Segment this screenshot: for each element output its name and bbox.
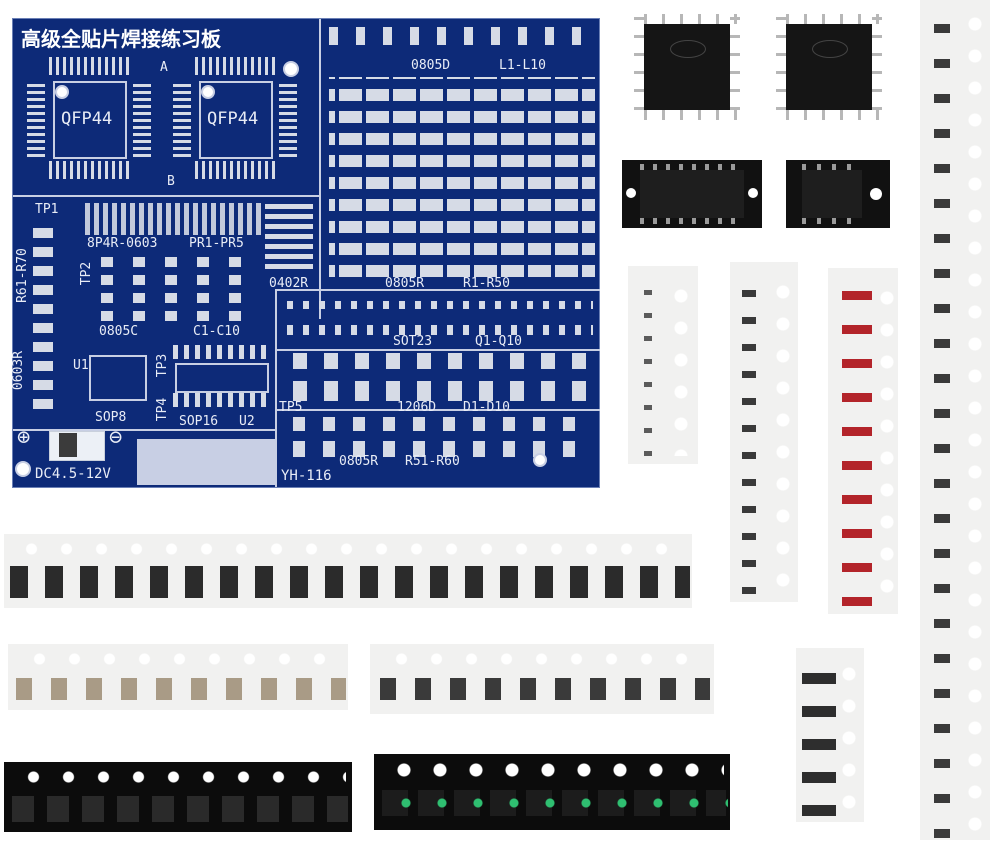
label-u1: U1	[73, 358, 89, 373]
qfp-right-label: QFP44	[207, 109, 259, 129]
qfp-left-pads-right	[133, 81, 151, 157]
qfp-left-label: QFP44	[61, 109, 113, 129]
tape-vertical-resistor	[730, 262, 798, 602]
label-tp1: TP1	[35, 202, 59, 217]
bottom-resistor-pads	[293, 417, 589, 457]
qfp-left-pin1-marker	[55, 85, 69, 99]
tape-vertical-101	[796, 648, 864, 822]
trace-divider-horizontal-5	[13, 429, 275, 431]
tape-capacitor-horizontal-1	[8, 644, 348, 710]
tape-led-black	[374, 754, 730, 830]
power-connector-pad	[49, 431, 105, 461]
label-tp3: TP3	[155, 353, 171, 378]
pad-row-top	[329, 27, 595, 45]
qfp-left-pads-bottom	[49, 161, 129, 179]
tape-transistor-black	[4, 762, 352, 832]
qfp44-chip-right	[776, 14, 882, 120]
qfp-footprint-right	[199, 81, 273, 159]
trace-divider-horizontal	[13, 195, 319, 197]
qfp-right-pads-left	[173, 81, 191, 157]
label-sop16: SOP16	[179, 414, 219, 429]
tp1-pad-column	[33, 219, 53, 409]
sop16-pads	[173, 345, 269, 407]
tape-vertical-diode	[828, 268, 898, 614]
resistor-pad-grid	[329, 77, 595, 277]
sop8-chip-in-tape	[786, 160, 890, 228]
sot23-pad-row	[287, 301, 593, 335]
label-0805d: 0805D	[411, 58, 451, 73]
mounting-hole-top-right	[283, 61, 299, 77]
tape-vertical-small	[628, 266, 698, 464]
qfp-right-pads-bottom	[195, 161, 275, 179]
label-d1-d10: D1-D10	[463, 400, 510, 415]
trace-divider-horizontal-2	[275, 289, 600, 291]
diode-pad-row	[293, 353, 589, 401]
label-r1-r50: R1-R50	[463, 276, 510, 291]
qfp-footprint-left	[53, 81, 127, 159]
label-1206d: 1206D	[397, 400, 437, 415]
label-0805r-top: 0805R	[385, 276, 425, 291]
label-pr1-pr5: PR1-PR5	[189, 236, 244, 251]
0402-pad-block	[265, 199, 313, 269]
power-rating-label: DC4.5-12V	[35, 466, 111, 482]
board-model-label: YH-116	[281, 468, 332, 484]
qfp-right-pads-top	[195, 57, 275, 75]
label-c1-c10: C1-C10	[193, 324, 240, 339]
silk-blank-area	[137, 439, 277, 485]
label-sop8: SOP8	[95, 410, 127, 425]
trace-divider-horizontal-3	[275, 349, 600, 351]
sop8-footprint	[89, 355, 147, 401]
sop16-outline	[175, 363, 269, 393]
mounting-hole-bottom-right	[533, 453, 547, 467]
qfp44-chip-left	[634, 14, 740, 120]
qfp-left-pads-top	[49, 57, 129, 75]
label-0805c: 0805C	[99, 324, 139, 339]
power-connector-body	[59, 433, 77, 457]
label-b: B	[167, 174, 175, 189]
mounting-hole-bottom-left	[15, 461, 31, 477]
practice-pcb-board: 高级全贴片焊接练习板 QFP44 QFP44 A B 0805D L1-L10 …	[11, 18, 600, 488]
qfp-left-pads-left	[27, 81, 45, 157]
label-tp4: TP4	[155, 397, 171, 422]
label-r61-r70: R61-R70	[14, 248, 30, 303]
label-sot23: SOT23	[393, 334, 433, 349]
label-q1-q10: Q1-Q10	[475, 334, 522, 349]
resistor-array-pads	[85, 203, 261, 235]
minus-symbol: ⊖	[109, 425, 123, 450]
label-r51-r60: R51-R60	[405, 454, 460, 469]
label-tp2: TP2	[79, 261, 95, 286]
qfp-right-pin1-marker	[201, 85, 215, 99]
tape-resistor-horizontal-2	[370, 644, 714, 714]
sop16-chip-in-tape	[622, 160, 762, 228]
qfp-right-pads-right	[279, 81, 297, 157]
label-a: A	[160, 60, 168, 75]
label-l1-l10: L1-L10	[499, 58, 546, 73]
trace-divider-horizontal-4	[275, 409, 600, 411]
tape-resistor-horizontal	[4, 534, 692, 608]
label-8p4r-0603: 8P4R-0603	[87, 236, 158, 251]
label-0402r: 0402R	[269, 276, 309, 291]
tape-vertical-long	[920, 0, 990, 840]
plus-symbol: ⊕	[17, 425, 31, 450]
label-u2: U2	[239, 414, 255, 429]
capacitor-pad-grid	[101, 255, 261, 321]
label-tp5: TP5	[279, 400, 303, 415]
board-title: 高级全贴片焊接练习板	[21, 27, 221, 51]
trace-divider-vertical-2	[275, 289, 277, 487]
label-0805r-bottom: 0805R	[339, 454, 379, 469]
label-0603r: 0603R	[11, 350, 27, 391]
trace-divider-vertical	[319, 19, 321, 319]
